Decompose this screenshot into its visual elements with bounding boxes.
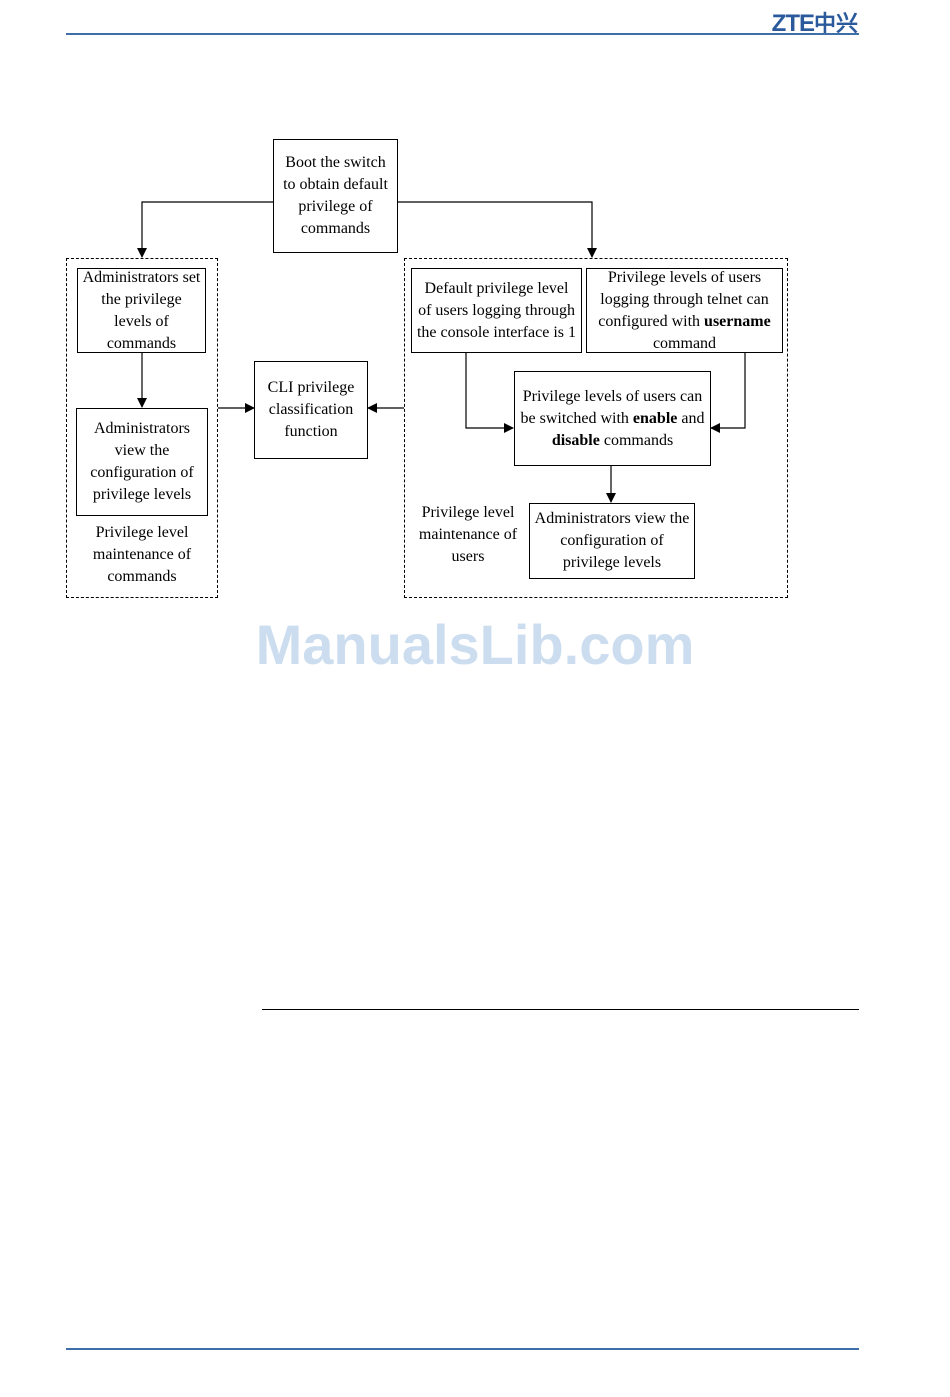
set-levels-box: Administrators set the privilege levels … — [77, 268, 206, 353]
arrow-boot-to-commands — [137, 201, 273, 258]
commands-group-frame — [66, 258, 218, 598]
switch-text-mid: and — [677, 409, 705, 427]
arrow-console-to-switch — [465, 352, 514, 433]
telnet-text-prefix: Privilege levels of users logging throug… — [598, 268, 769, 330]
commands-group-caption: Privilege level maintenance of commands — [92, 524, 192, 585]
enable-keyword: enable — [632, 409, 678, 427]
users-group-frame — [404, 258, 788, 598]
cli-box: CLI privilege classification function — [254, 361, 368, 459]
section-divider — [262, 1009, 859, 1010]
flow-connectors — [137, 201, 746, 503]
boot-switch-text: Boot the switch to obtain default privil… — [283, 154, 388, 237]
disable-keyword: disable — [551, 431, 600, 449]
right-view-config-box: Administrators view the configuration of… — [529, 503, 695, 579]
cli-text: CLI privilege classification function — [267, 379, 355, 440]
console-default-box: Default privilege level of users logging… — [411, 268, 582, 353]
right-view-config-text: Administrators view the configuration of… — [534, 510, 690, 571]
boot-switch-box: Boot the switch to obtain default privil… — [273, 139, 398, 253]
arrow-boot-to-users — [397, 201, 597, 258]
users-group-caption: Privilege level maintenance of users — [418, 504, 518, 565]
telnet-text-suffix: command — [652, 334, 717, 352]
logo-chinese: 中兴 — [813, 11, 858, 36]
telnet-text: Privilege levels of users logging throug… — [591, 267, 778, 355]
manualslib-watermark: ManualsLib.com — [255, 613, 695, 676]
switch-text-suffix: commands — [599, 431, 674, 449]
switch-text-prefix: Privilege levels of users can be switche… — [520, 387, 703, 427]
switch-levels-text: Privilege levels of users can be switche… — [519, 386, 706, 452]
left-view-config-text: Administrators view the configuration of… — [90, 420, 194, 503]
console-default-text: Default privilege level of users logging… — [416, 279, 577, 341]
set-levels-text: Administrators set the privilege levels … — [82, 268, 201, 352]
header-rule — [66, 33, 859, 35]
telnet-box: Privilege levels of users logging throug… — [586, 268, 783, 353]
username-keyword: username — [704, 312, 771, 330]
footer-rule — [66, 1348, 859, 1350]
switch-levels-box: Privilege levels of users can be switche… — [514, 371, 711, 466]
zte-logo: ZTE中兴 — [772, 6, 858, 38]
logo-latin: ZTE — [771, 10, 815, 37]
arrow-telnet-to-switch — [710, 352, 746, 433]
left-view-config-box: Administrators view the configuration of… — [76, 408, 208, 516]
